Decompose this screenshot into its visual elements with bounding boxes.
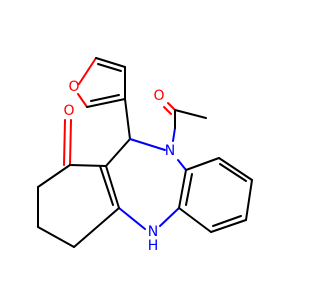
bond-c10a-c1 xyxy=(69,164,107,167)
bond-ch-c10a xyxy=(105,138,131,167)
acetyl-group xyxy=(163,102,207,142)
atom-label-n-h: N xyxy=(148,224,158,240)
bond-ch-n xyxy=(129,138,166,151)
bond-n-acetyl-c xyxy=(172,127,176,142)
bond-benz-2 xyxy=(218,157,253,181)
bond-acetyl-methyl xyxy=(174,109,207,119)
bond-furan-c2-c3-double xyxy=(97,63,122,72)
bond-furan-o-c5 xyxy=(77,93,88,108)
molecule-svg: O O O N N H xyxy=(37,57,253,254)
atom-label-o-furan: O xyxy=(68,79,79,95)
atom-label-o-acetyl: O xyxy=(153,88,164,104)
bond-benz-1 xyxy=(185,157,220,171)
bond-furan-c2-c3 xyxy=(95,57,126,68)
bond-nh-c4a xyxy=(118,207,146,230)
benzene-ring xyxy=(178,157,253,233)
cyclohexenone-ring xyxy=(37,119,120,248)
bond-c4a-c10a-double xyxy=(99,165,114,206)
bond-c4-c4a xyxy=(73,207,120,248)
atom-label-o-ketone: O xyxy=(63,103,74,119)
atom-labels: O O O N N H xyxy=(63,79,175,254)
bond-benz-6-double xyxy=(185,173,193,206)
bond-benzene-fused xyxy=(178,169,187,209)
bond-ketone-c-o-double xyxy=(63,119,66,166)
central-diazepine-ring xyxy=(99,98,187,230)
furan-ring xyxy=(77,57,126,108)
bond-benz-3 xyxy=(245,179,253,221)
bond-furan-o-c2 xyxy=(78,57,97,85)
bond-furan-c4-c5 xyxy=(86,98,126,108)
bond-benz-2-double xyxy=(219,163,247,182)
bond-ketone-c-o xyxy=(69,119,72,166)
atom-label-n-acetyl: N xyxy=(165,143,175,159)
bond-n-benzene xyxy=(177,159,187,171)
atom-label-h-on-n: H xyxy=(148,238,159,254)
bond-benzene-nh xyxy=(159,207,180,227)
bond-furan-c4-c5-double xyxy=(90,94,120,102)
bond-benz-5 xyxy=(178,207,212,233)
bond-acetyl-c-o xyxy=(167,102,176,111)
bond-c1-c2 xyxy=(37,164,71,188)
molecule-diagram: O O O N N H xyxy=(37,57,253,254)
bond-c3-c4 xyxy=(37,226,75,248)
bond-acetyl-c-o-double xyxy=(163,106,172,115)
bond-c4a-c10a xyxy=(105,165,120,209)
bond-benz-4-double xyxy=(212,215,242,227)
bond-benz-4 xyxy=(210,219,247,233)
bond-furyl-to-ch xyxy=(124,98,131,140)
